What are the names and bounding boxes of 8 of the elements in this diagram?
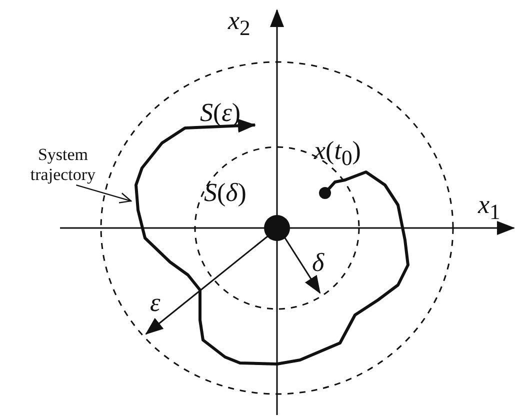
leader-line: [76, 184, 132, 204]
math-label: ε: [150, 290, 160, 316]
callout-text: System trajectory: [8, 145, 118, 184]
math-label: x(t$_{0}$): [314, 138, 361, 170]
math-label: x$_{2}$: [228, 8, 250, 40]
math-label: δ: [312, 250, 324, 276]
math-label: x$_{1}$: [478, 192, 500, 224]
math-label: S(δ): [204, 180, 246, 206]
